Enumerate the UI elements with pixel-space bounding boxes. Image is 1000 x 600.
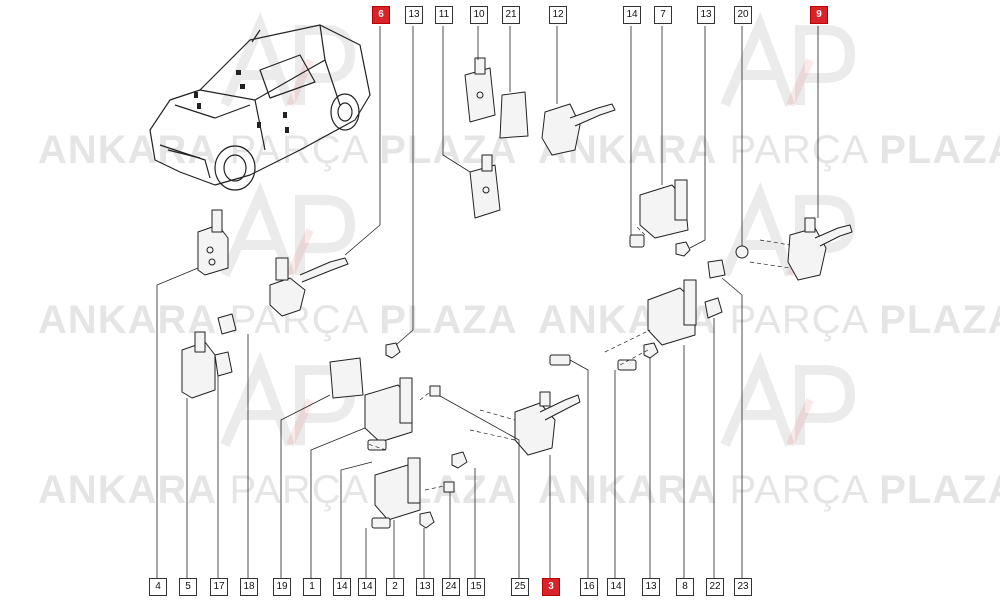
bolt-14b-drawing	[617, 359, 637, 371]
callout-part-14[interactable]: 14	[623, 6, 641, 24]
clip-24-drawing	[429, 385, 455, 493]
callout-part-14[interactable]: 14	[607, 578, 625, 596]
nut-13b-drawing	[643, 342, 659, 359]
nut-20-drawing	[735, 245, 749, 259]
callout-part-13[interactable]: 13	[642, 578, 660, 596]
callout-part-1[interactable]: 1	[303, 578, 321, 596]
callout-part-18[interactable]: 18	[240, 578, 258, 596]
callout-part-15[interactable]: 15	[467, 578, 485, 596]
gasket-21-drawing	[499, 91, 529, 139]
hinge-10-drawing	[464, 57, 496, 123]
callout-part-17[interactable]: 17	[210, 578, 228, 596]
callout-part-19[interactable]: 19	[273, 578, 291, 596]
callout-part-5[interactable]: 5	[179, 578, 197, 596]
callout-part-10[interactable]: 10	[470, 6, 488, 24]
callout-part-3[interactable]: 3	[542, 578, 560, 596]
leader-lines	[156, 26, 819, 580]
nut-13-drawing	[675, 241, 691, 257]
hinge-4-drawing	[197, 209, 229, 276]
callout-part-16[interactable]: 16	[580, 578, 598, 596]
callout-part-13[interactable]: 13	[416, 578, 434, 596]
gasket-17-drawing	[214, 351, 233, 377]
gasket-22-drawing	[704, 297, 723, 319]
car-hinge-markers	[194, 70, 289, 133]
hinge-7-drawing	[639, 179, 689, 239]
callout-part-25[interactable]: 25	[511, 578, 529, 596]
callout-part-7[interactable]: 7	[654, 6, 672, 24]
hinge-1-drawing	[364, 377, 413, 443]
hinge-11-drawing	[469, 154, 501, 219]
bolt-14d-drawing	[371, 517, 391, 529]
watermark-text: ANKARA PARÇA PLAZA	[38, 128, 518, 172]
hinge-2-drawing	[374, 457, 421, 521]
callout-part-6[interactable]: 6	[372, 6, 390, 24]
callout-part-20[interactable]: 20	[734, 6, 752, 24]
callout-part-12[interactable]: 12	[549, 6, 567, 24]
callout-part-21[interactable]: 21	[502, 6, 520, 24]
check-strap-3-drawing	[514, 391, 581, 456]
callout-part-8[interactable]: 8	[676, 578, 694, 596]
watermark-text: ANKARA PARÇA PLAZA	[538, 128, 1000, 172]
callout-part-22[interactable]: 22	[706, 578, 724, 596]
callout-part-24[interactable]: 24	[442, 578, 460, 596]
bolt-14-drawing	[629, 234, 645, 248]
callout-part-14[interactable]: 14	[333, 578, 351, 596]
watermark-text: ANKARA PARÇA PLAZA	[538, 468, 1000, 512]
callout-part-13[interactable]: 13	[697, 6, 715, 24]
check-strap-9-drawing	[787, 217, 853, 281]
callout-part-11[interactable]: 11	[435, 6, 453, 24]
nut-13d-drawing	[419, 511, 435, 529]
check-strap-6-drawing	[269, 257, 349, 317]
bolt-16-drawing	[549, 354, 571, 366]
assembly-dashed-lines	[367, 224, 791, 491]
hinge-8-drawing	[647, 279, 697, 346]
nut-15-drawing	[451, 451, 468, 469]
callout-part-9[interactable]: 9	[810, 6, 828, 24]
callout-part-14[interactable]: 14	[358, 578, 376, 596]
hinge-5-drawing	[181, 331, 216, 399]
car-illustration	[149, 24, 371, 191]
callout-part-2[interactable]: 2	[386, 578, 404, 596]
gasket-23-drawing	[707, 259, 726, 279]
callout-part-4[interactable]: 4	[149, 578, 167, 596]
callout-part-23[interactable]: 23	[734, 578, 752, 596]
gasket-18-drawing	[217, 313, 237, 335]
callout-part-13[interactable]: 13	[405, 6, 423, 24]
gasket-19-drawing	[329, 357, 364, 399]
check-strap-12-drawing	[541, 103, 616, 156]
watermark-text: ANKARA PARÇA PLAZA	[38, 298, 518, 342]
watermark-logo	[220, 11, 856, 448]
nut-13c-drawing	[385, 342, 401, 359]
bolt-14c-drawing	[367, 439, 387, 451]
